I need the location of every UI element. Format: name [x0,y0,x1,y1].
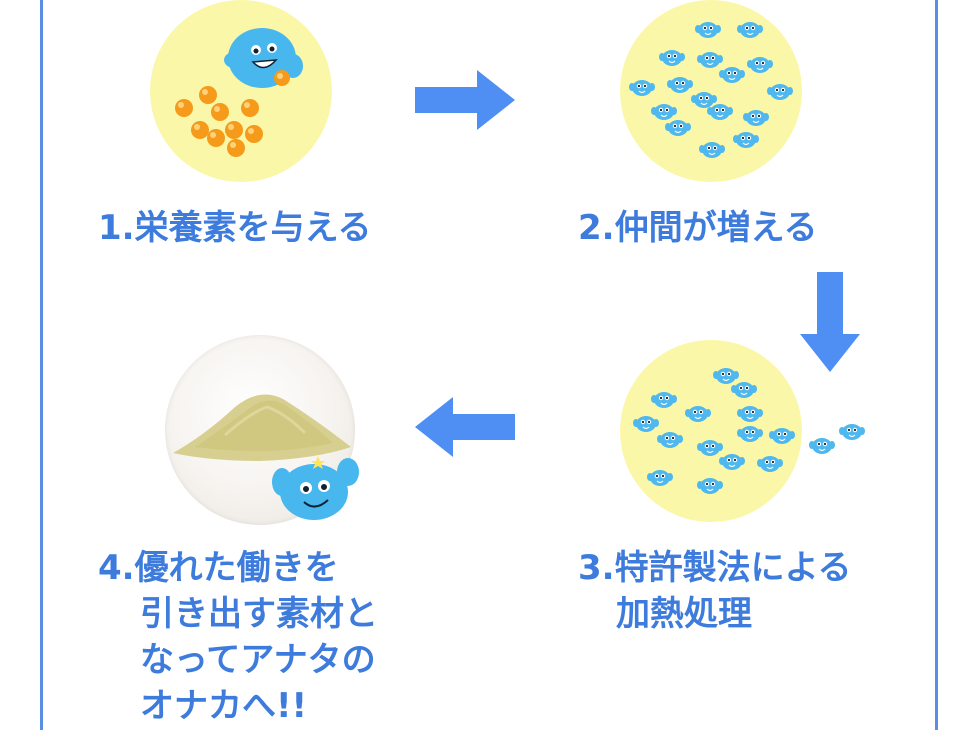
nutrient-ball-icon [175,86,263,157]
step-4-label-line4: オナカへ!! [140,686,308,726]
step-1-illustration [150,0,332,182]
bacteria-icon [628,21,794,159]
bacteria-icon [632,367,796,495]
step-4-label-line1: 4.優れた働きを [98,548,339,588]
step-2-illustration [620,0,802,182]
step-2-label: 2.仲間が増える [578,208,818,248]
mascot-icon [224,28,303,88]
step-3-illustration [620,340,802,522]
bacteria-group-icon [628,21,794,159]
step-3-label-line2: 加熱処理 [616,594,752,634]
mascot-icon [272,456,359,520]
step-4-label-line2: 引き出す素材と [140,594,378,634]
diagram-frame [40,0,938,730]
arrow-down-icon [800,272,860,372]
step-4-label-line3: なってアナタの [140,640,376,680]
step-3-label-line1: 3.特許製法による [578,548,852,588]
arrow-left-icon [415,397,515,457]
bacteria-heated-icon [632,367,796,495]
bacteria-outside-icon [808,423,866,455]
powder-icon [173,394,351,461]
arrow-right-icon [415,70,515,130]
step-1-label: 1.栄養素を与える [98,208,372,248]
mascot-with-nutrients-icon [175,28,303,157]
